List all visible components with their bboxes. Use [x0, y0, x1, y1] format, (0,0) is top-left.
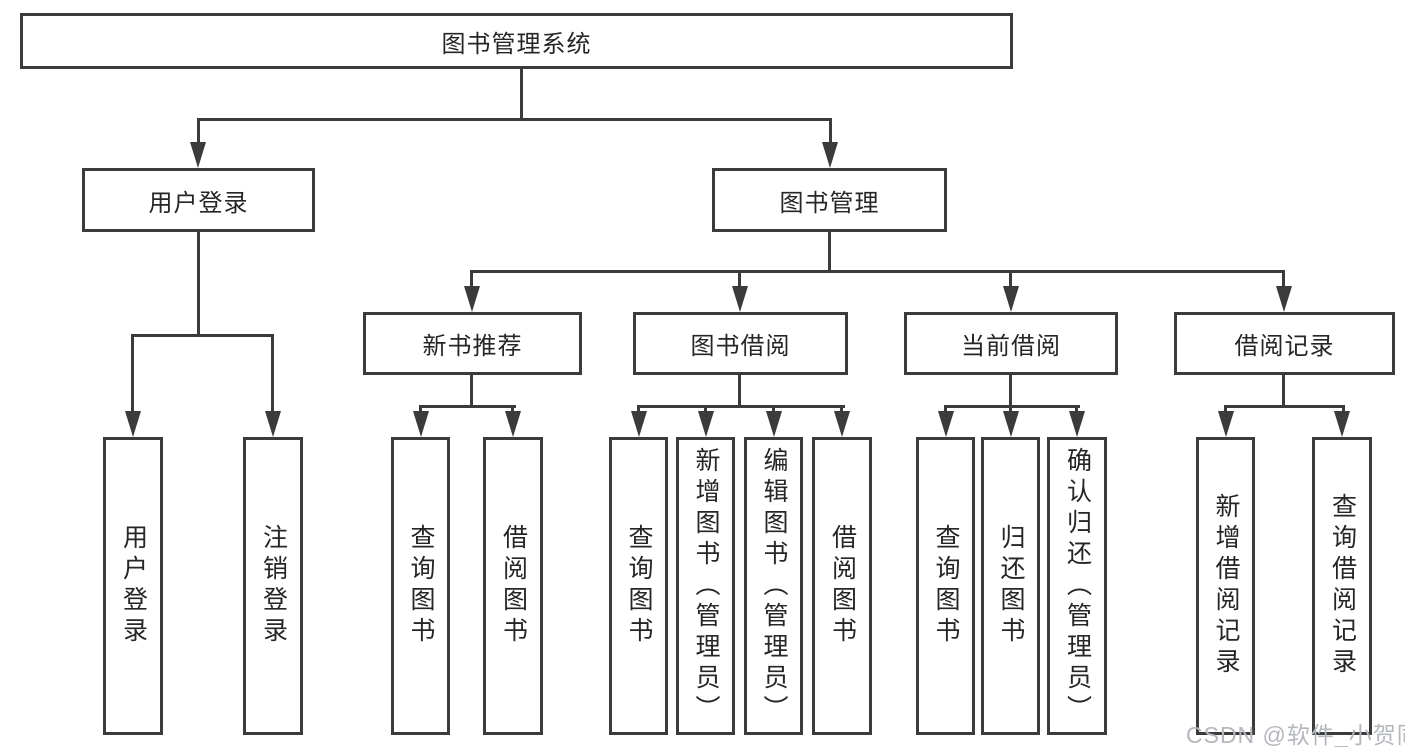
arrowhead-icon: [190, 142, 206, 168]
connector-line: [828, 232, 831, 273]
leaf-borrowing-add-books-admin: 新增图书（管理员）: [676, 437, 735, 735]
node-borrowing-records-label: 借阅记录: [1234, 333, 1335, 360]
connector-line: [1342, 405, 1345, 413]
node-borrowing-records: 借阅记录: [1174, 312, 1395, 375]
connector-line: [197, 118, 832, 121]
connector-line: [470, 270, 473, 289]
connector-line: [1282, 270, 1285, 289]
leaf-records-query-record: 查询借阅记录: [1312, 437, 1372, 735]
leaf-borrowing-add-books-admin-label: 新增图书（管理员）: [692, 446, 720, 726]
arrowhead-icon: [265, 411, 281, 437]
leaf-current-return-books: 归还图书: [981, 437, 1040, 735]
arrowhead-icon: [1334, 411, 1350, 437]
leaf-borrowing-borrow-books: 借阅图书: [812, 437, 872, 735]
leaf-borrowing-borrow-books-label: 借阅图书: [828, 524, 857, 648]
connector-line: [271, 334, 274, 413]
connector-line: [1009, 270, 1012, 289]
arrowhead-icon: [413, 411, 429, 437]
connector-line: [1075, 405, 1078, 413]
connector-line: [637, 405, 640, 413]
node-new-book-recommend-label: 新书推荐: [422, 333, 523, 360]
node-book-management: 图书管理: [712, 168, 947, 232]
connector-line: [944, 405, 947, 413]
leaf-current-return-books-label: 归还图书: [997, 524, 1025, 648]
node-user-login-label: 用户登录: [148, 189, 249, 217]
leaf-borrowing-edit-books-admin-label: 编辑图书（管理员）: [760, 446, 788, 726]
node-book-borrowing-label: 图书借阅: [690, 333, 791, 360]
leaf-logout-label: 注销登录: [259, 524, 288, 648]
connector-line: [131, 334, 274, 337]
leaf-user-login: 用户登录: [103, 437, 163, 735]
arrowhead-icon: [698, 411, 714, 437]
arrowhead-icon: [732, 286, 748, 312]
leaf-logout: 注销登录: [243, 437, 303, 735]
arrowhead-icon: [505, 411, 521, 437]
connector-line: [738, 270, 741, 289]
leaf-current-query-books: 查询图书: [916, 437, 975, 735]
arrowhead-icon: [1069, 411, 1085, 437]
node-new-book-recommend: 新书推荐: [363, 312, 582, 375]
connector-line: [419, 405, 516, 408]
arrowhead-icon: [822, 142, 838, 168]
node-book-borrowing: 图书借阅: [633, 312, 848, 375]
arrowhead-icon: [631, 411, 647, 437]
connector-line: [1009, 405, 1012, 413]
leaf-current-confirm-return-admin: 确认归还（管理员）: [1047, 437, 1107, 735]
connector-line: [704, 405, 707, 413]
connector-line: [829, 118, 832, 144]
arrowhead-icon: [125, 411, 141, 437]
connector-line: [197, 232, 200, 336]
leaf-borrowing-query-books: 查询图书: [609, 437, 668, 735]
node-current-borrowing-label: 当前借阅: [961, 333, 1061, 360]
leaf-records-query-record-label: 查询借阅记录: [1328, 493, 1357, 679]
arrowhead-icon: [1218, 411, 1234, 437]
arrowhead-icon: [834, 411, 850, 437]
leaf-records-add-record: 新增借阅记录: [1196, 437, 1255, 735]
leaf-recommend-borrow-books: 借阅图书: [483, 437, 543, 735]
connector-line: [1009, 375, 1012, 408]
leaf-recommend-query-books: 查询图书: [391, 437, 450, 735]
connector-line: [197, 118, 200, 144]
leaf-recommend-query-books-label: 查询图书: [407, 524, 435, 648]
arrowhead-icon: [1276, 286, 1292, 312]
connector-line: [772, 405, 775, 413]
connector-line: [470, 375, 473, 408]
arrowhead-icon: [1003, 286, 1019, 312]
connector-line: [1224, 405, 1345, 408]
node-user-login: 用户登录: [82, 168, 315, 232]
connector-line: [511, 405, 514, 413]
leaf-records-add-record-label: 新增借阅记录: [1212, 493, 1240, 679]
connector-line: [840, 405, 843, 413]
arrowhead-icon: [1003, 411, 1019, 437]
connector-line: [1282, 375, 1285, 408]
connector-line: [520, 69, 523, 120]
connector-line: [738, 375, 741, 408]
node-library-system: 图书管理系统: [20, 13, 1013, 69]
leaf-current-confirm-return-admin-label: 确认归还（管理员）: [1063, 446, 1092, 726]
connector-line: [470, 270, 1285, 273]
connector-line: [1224, 405, 1227, 413]
csdn-watermark: CSDN @软件_小贺同学: [1186, 722, 1405, 747]
connector-line: [637, 405, 845, 408]
leaf-user-login-label: 用户登录: [119, 524, 148, 648]
arrowhead-icon: [938, 411, 954, 437]
node-book-management-label: 图书管理: [779, 189, 880, 217]
leaf-borrowing-edit-books-admin: 编辑图书（管理员）: [744, 437, 803, 735]
connector-line: [419, 405, 422, 413]
leaf-borrowing-query-books-label: 查询图书: [625, 524, 653, 648]
connector-line: [131, 334, 134, 413]
node-current-borrowing: 当前借阅: [904, 312, 1118, 375]
leaf-current-query-books-label: 查询图书: [932, 524, 960, 648]
leaf-recommend-borrow-books-label: 借阅图书: [499, 524, 528, 648]
node-library-system-label: 图书管理系统: [441, 30, 592, 58]
arrowhead-icon: [464, 286, 480, 312]
arrowhead-icon: [766, 411, 782, 437]
connector-line: [944, 405, 1080, 408]
